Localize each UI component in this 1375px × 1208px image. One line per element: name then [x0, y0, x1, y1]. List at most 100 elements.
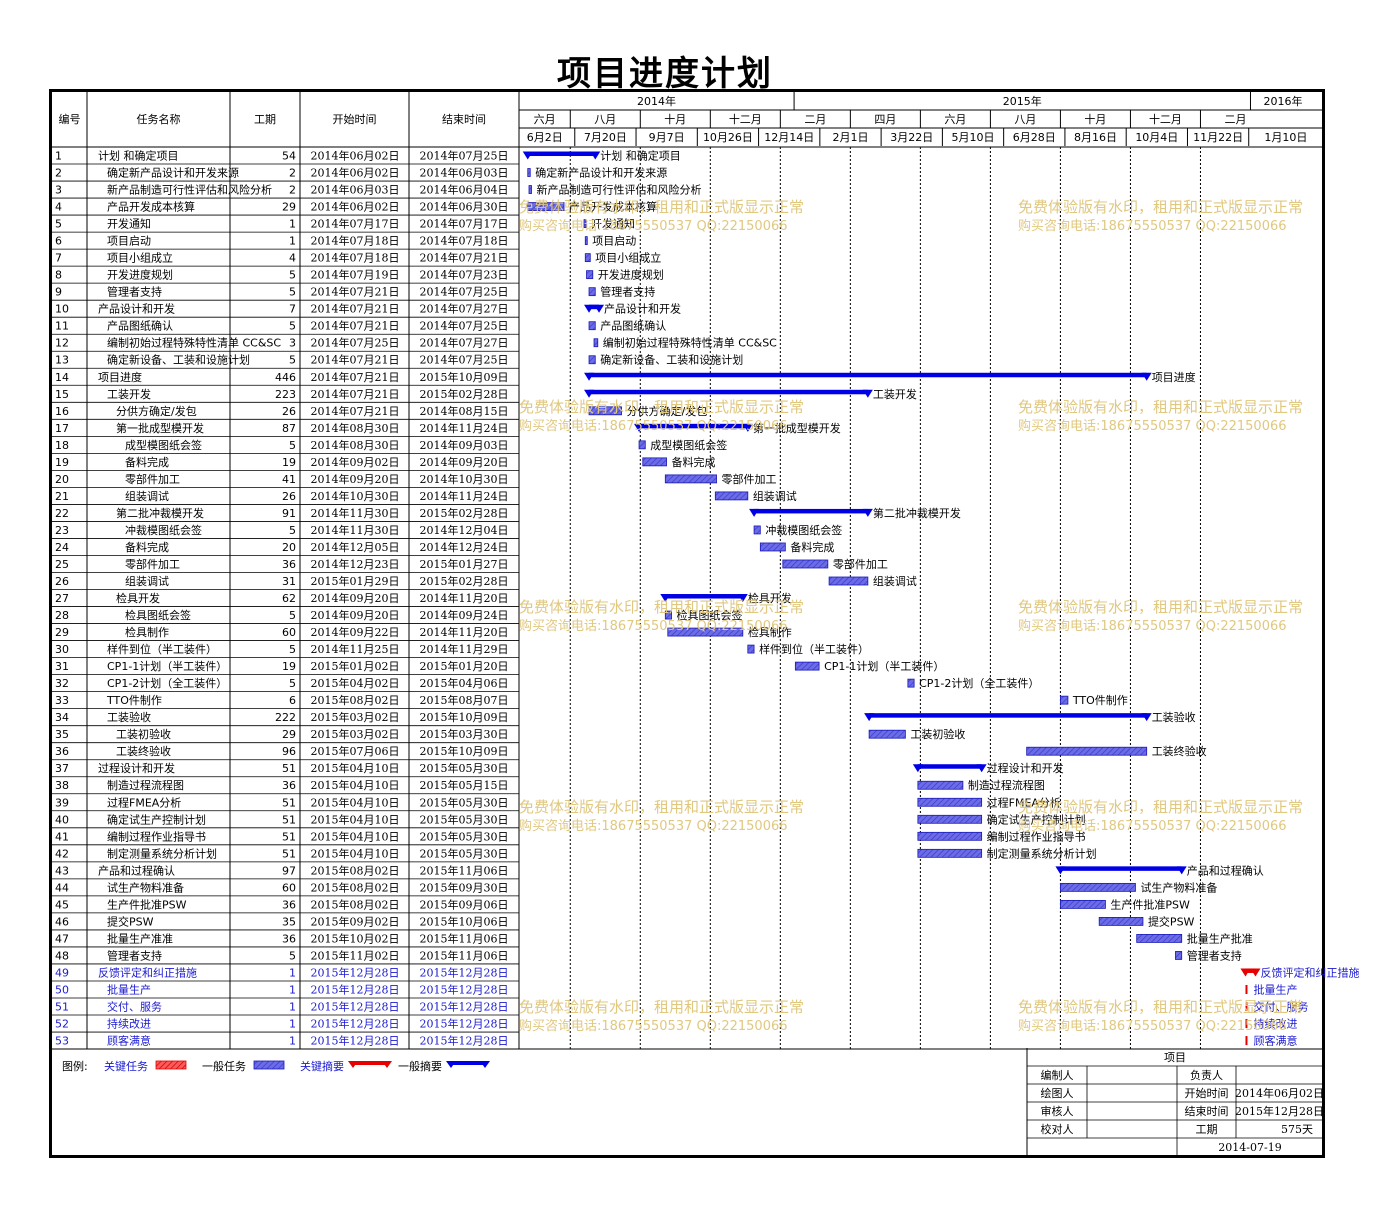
info-value: 2015年12月28日 — [1235, 1104, 1324, 1118]
summary-end-marker — [590, 151, 601, 160]
week-label: 1月10日 — [1264, 131, 1307, 144]
task-end: 2015年02月28日 — [420, 506, 509, 520]
month-label: 八月 — [1014, 113, 1036, 126]
bar-label: 交付、服务 — [1253, 1000, 1308, 1014]
task-name: TTO件制作 — [106, 694, 162, 707]
task-start: 2014年11月25日 — [311, 642, 400, 656]
task-name: 项目启动 — [107, 235, 151, 248]
task-name: 检具制作 — [125, 625, 169, 639]
bar-label: 分供方确定/发包 — [627, 404, 708, 418]
watermark-line1: 免费体验版有水印，租用和正式版显示正常 — [1018, 198, 1303, 216]
task-id: 50 — [55, 983, 69, 996]
task-end: 2015年10月09日 — [420, 710, 509, 724]
task-start: 2014年07月21日 — [311, 370, 400, 384]
month-label: 八月 — [594, 113, 616, 126]
task-end: 2014年07月27日 — [420, 302, 509, 316]
task-duration: 1 — [289, 235, 296, 248]
summary-end-marker — [742, 423, 753, 432]
year-label: 2016年 — [1264, 94, 1303, 108]
task-start: 2014年11月30日 — [311, 523, 400, 537]
task-start: 2015年08月02日 — [311, 880, 400, 894]
task-end: 2014年07月23日 — [420, 268, 509, 282]
critical-task-bar — [1245, 1002, 1248, 1012]
bar-label: 备料完成 — [672, 455, 716, 469]
task-id: 6 — [55, 235, 62, 248]
task-name: 顾客满意 — [107, 1034, 151, 1048]
task-name: 成型模图纸会签 — [125, 438, 202, 452]
task-start: 2014年11月30日 — [311, 506, 400, 520]
task-id: 30 — [55, 643, 69, 656]
task-id: 34 — [55, 711, 69, 724]
task-duration: 41 — [282, 473, 296, 486]
task-start: 2014年07月21日 — [311, 302, 400, 316]
watermark-line2: 购买咨询电话:18675550537 QQ:22150066 — [519, 1018, 788, 1034]
task-id: 4 — [55, 201, 62, 214]
task-duration: 97 — [282, 864, 296, 877]
info-label: 校对人 — [1041, 1122, 1074, 1136]
legend-summary-marker — [446, 1061, 456, 1068]
task-start: 2014年09月20日 — [311, 472, 400, 486]
watermark-line1: 免费体验版有水印，租用和正式版显示正常 — [1018, 398, 1303, 416]
task-id: 7 — [55, 252, 62, 265]
task-id: 48 — [55, 949, 69, 962]
watermark-line1: 免费体验版有水印，租用和正式版显示正常 — [1018, 598, 1303, 616]
task-id: 37 — [55, 762, 69, 775]
task-start: 2015年04月10日 — [311, 846, 400, 860]
bar-label: 检具图纸会签 — [677, 608, 743, 622]
watermark-line2: 购买咨询电话:18675550537 QQ:22150066 — [1018, 418, 1287, 434]
bar-label: 管理者支持 — [1187, 948, 1242, 962]
task-start: 2014年09月02日 — [311, 455, 400, 469]
task-duration: 91 — [282, 507, 296, 520]
bar-label: 第一批成型模开发 — [753, 421, 841, 435]
bar-label: 工装终验收 — [1152, 744, 1207, 758]
bar-label: 产品图纸确认 — [600, 319, 666, 333]
task-bar — [588, 406, 622, 416]
legend-summary-marker — [382, 1061, 392, 1068]
task-name: 检具图纸会签 — [125, 608, 191, 622]
year-label: 2015年 — [1003, 94, 1042, 108]
watermark-line1: 免费体验版有水印，租用和正式版显示正常 — [519, 998, 804, 1016]
summary-end-marker — [976, 764, 987, 773]
task-bar — [828, 576, 869, 586]
page-title: 项目进度计划 — [557, 54, 773, 94]
task-name: 样件到位（半工装件） — [107, 642, 217, 656]
summary-start-marker — [864, 713, 875, 722]
legend-label: 图例: — [62, 1059, 88, 1073]
info-date: 2014-07-19 — [1218, 1141, 1281, 1154]
task-id: 2 — [55, 167, 62, 180]
task-id: 22 — [55, 507, 69, 520]
task-name: 批量生产 — [107, 982, 151, 996]
task-duration: 51 — [282, 847, 296, 860]
task-id: 27 — [55, 592, 69, 605]
bar-label: 产品和过程确认 — [1187, 863, 1264, 877]
week-label: 2月1日 — [832, 131, 868, 144]
task-name: 确定新设备、工装和设施计划 — [107, 353, 250, 367]
task-id: 17 — [55, 422, 69, 435]
task-id: 21 — [55, 490, 69, 503]
task-name: 试生产物料准备 — [107, 880, 184, 894]
critical-task-bar — [1245, 1036, 1248, 1046]
summary-bar — [917, 764, 982, 769]
task-id: 39 — [55, 796, 69, 809]
task-start: 2014年12月05日 — [311, 540, 400, 554]
summary-end-marker — [1250, 968, 1261, 977]
task-start: 2014年07月18日 — [311, 234, 400, 248]
task-name: 产品设计和开发 — [98, 302, 175, 316]
watermark-line1: 免费体验版有水印，租用和正式版显示正常 — [1018, 998, 1303, 1016]
task-start: 2015年12月28日 — [311, 982, 400, 996]
task-start: 2015年07月06日 — [311, 744, 400, 758]
task-end: 2015年05月30日 — [420, 829, 509, 843]
task-name: 分供方确定/发包 — [116, 404, 197, 418]
task-id: 44 — [55, 881, 69, 894]
bar-label: 工装初验收 — [910, 727, 965, 741]
info-label: 编制人 — [1041, 1068, 1074, 1082]
task-name: 产品图纸确认 — [107, 319, 173, 333]
task-end: 2015年04月06日 — [420, 676, 509, 690]
task-id: 1 — [55, 150, 62, 163]
task-name: 零部件加工 — [125, 472, 180, 486]
task-id: 9 — [55, 286, 62, 299]
task-name: 产品和过程确认 — [98, 863, 175, 877]
task-id: 41 — [55, 830, 69, 843]
task-duration: 5 — [289, 354, 296, 367]
